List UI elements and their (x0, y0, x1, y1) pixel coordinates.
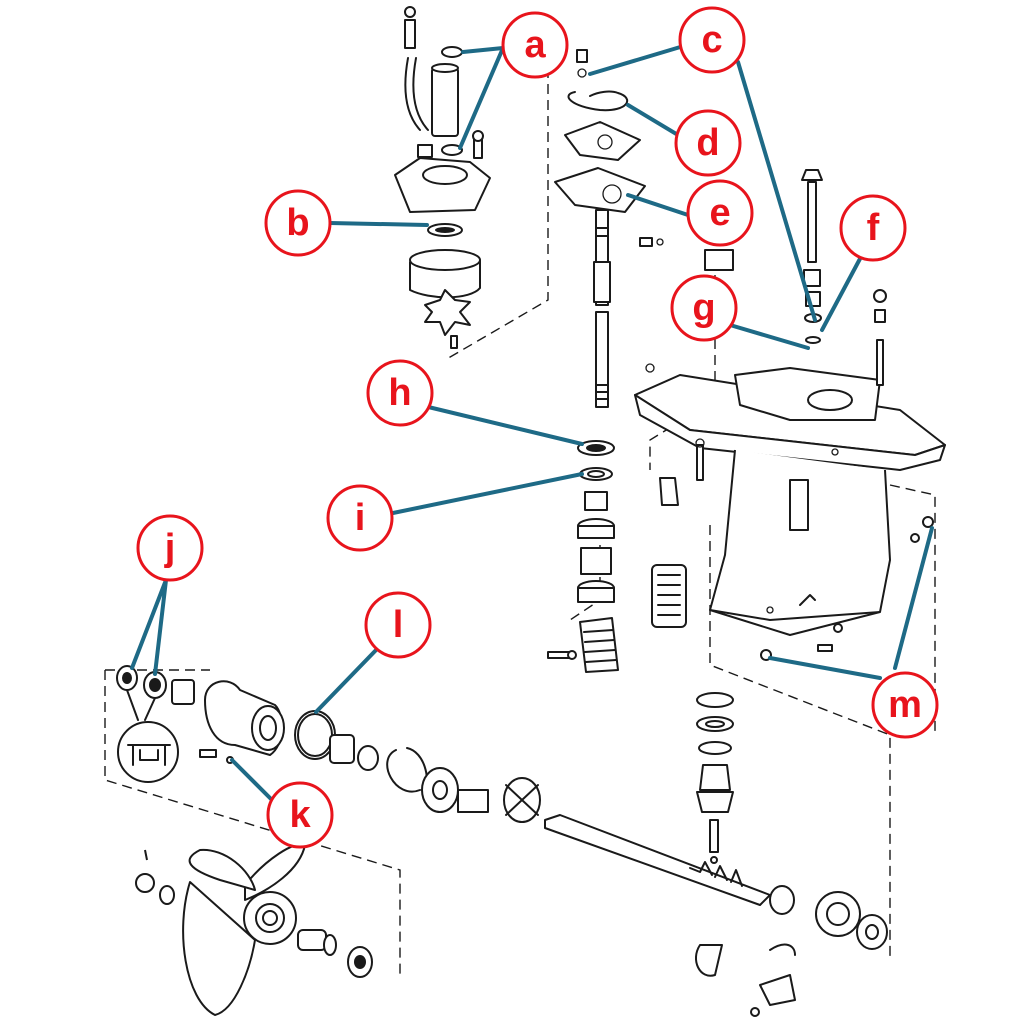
callout-i: i (326, 484, 394, 552)
callout-e-label: e (709, 192, 730, 234)
propeller-group (135, 843, 373, 1016)
callout-c: c (678, 6, 746, 74)
bearing-stack (577, 440, 615, 603)
shift-fork (695, 943, 796, 1017)
callout-f-label: f (867, 207, 880, 249)
callout-m-label: m (888, 684, 922, 726)
callout-d: d (674, 109, 742, 177)
callout-b: b (264, 189, 332, 257)
callout-h: h (366, 359, 434, 427)
callout-d-label: d (696, 122, 719, 164)
shift-rod-group (639, 169, 887, 386)
callout-l-label: l (393, 604, 404, 646)
propeller-shaft (544, 814, 771, 906)
callout-a-label: a (524, 24, 546, 66)
pump-plate-group (554, 49, 646, 213)
callout-g-label: g (692, 287, 715, 329)
callout-b-label: b (286, 202, 309, 244)
water-pump-group (394, 6, 491, 349)
leader-lines (130, 43, 934, 802)
callout-j: j (136, 514, 204, 582)
callout-f: f (839, 194, 907, 262)
callout-e: e (686, 179, 754, 247)
callout-h-label: h (388, 372, 411, 414)
callout-k: k (266, 781, 334, 849)
callout-l: l (364, 591, 432, 659)
pinion-group (696, 692, 734, 864)
callout-i-label: i (355, 497, 366, 539)
callout-j-label: j (164, 527, 176, 569)
gear-housing (634, 363, 946, 636)
callout-a: a (501, 11, 569, 79)
drive-shaft (593, 209, 611, 408)
callout-c-label: c (701, 19, 722, 61)
callout-k-label: k (289, 794, 311, 836)
callout-m: m (871, 671, 939, 739)
gear-set (457, 777, 888, 950)
callout-g: g (670, 274, 738, 342)
housing-screws (760, 516, 934, 661)
water-intake-screens (547, 564, 687, 673)
